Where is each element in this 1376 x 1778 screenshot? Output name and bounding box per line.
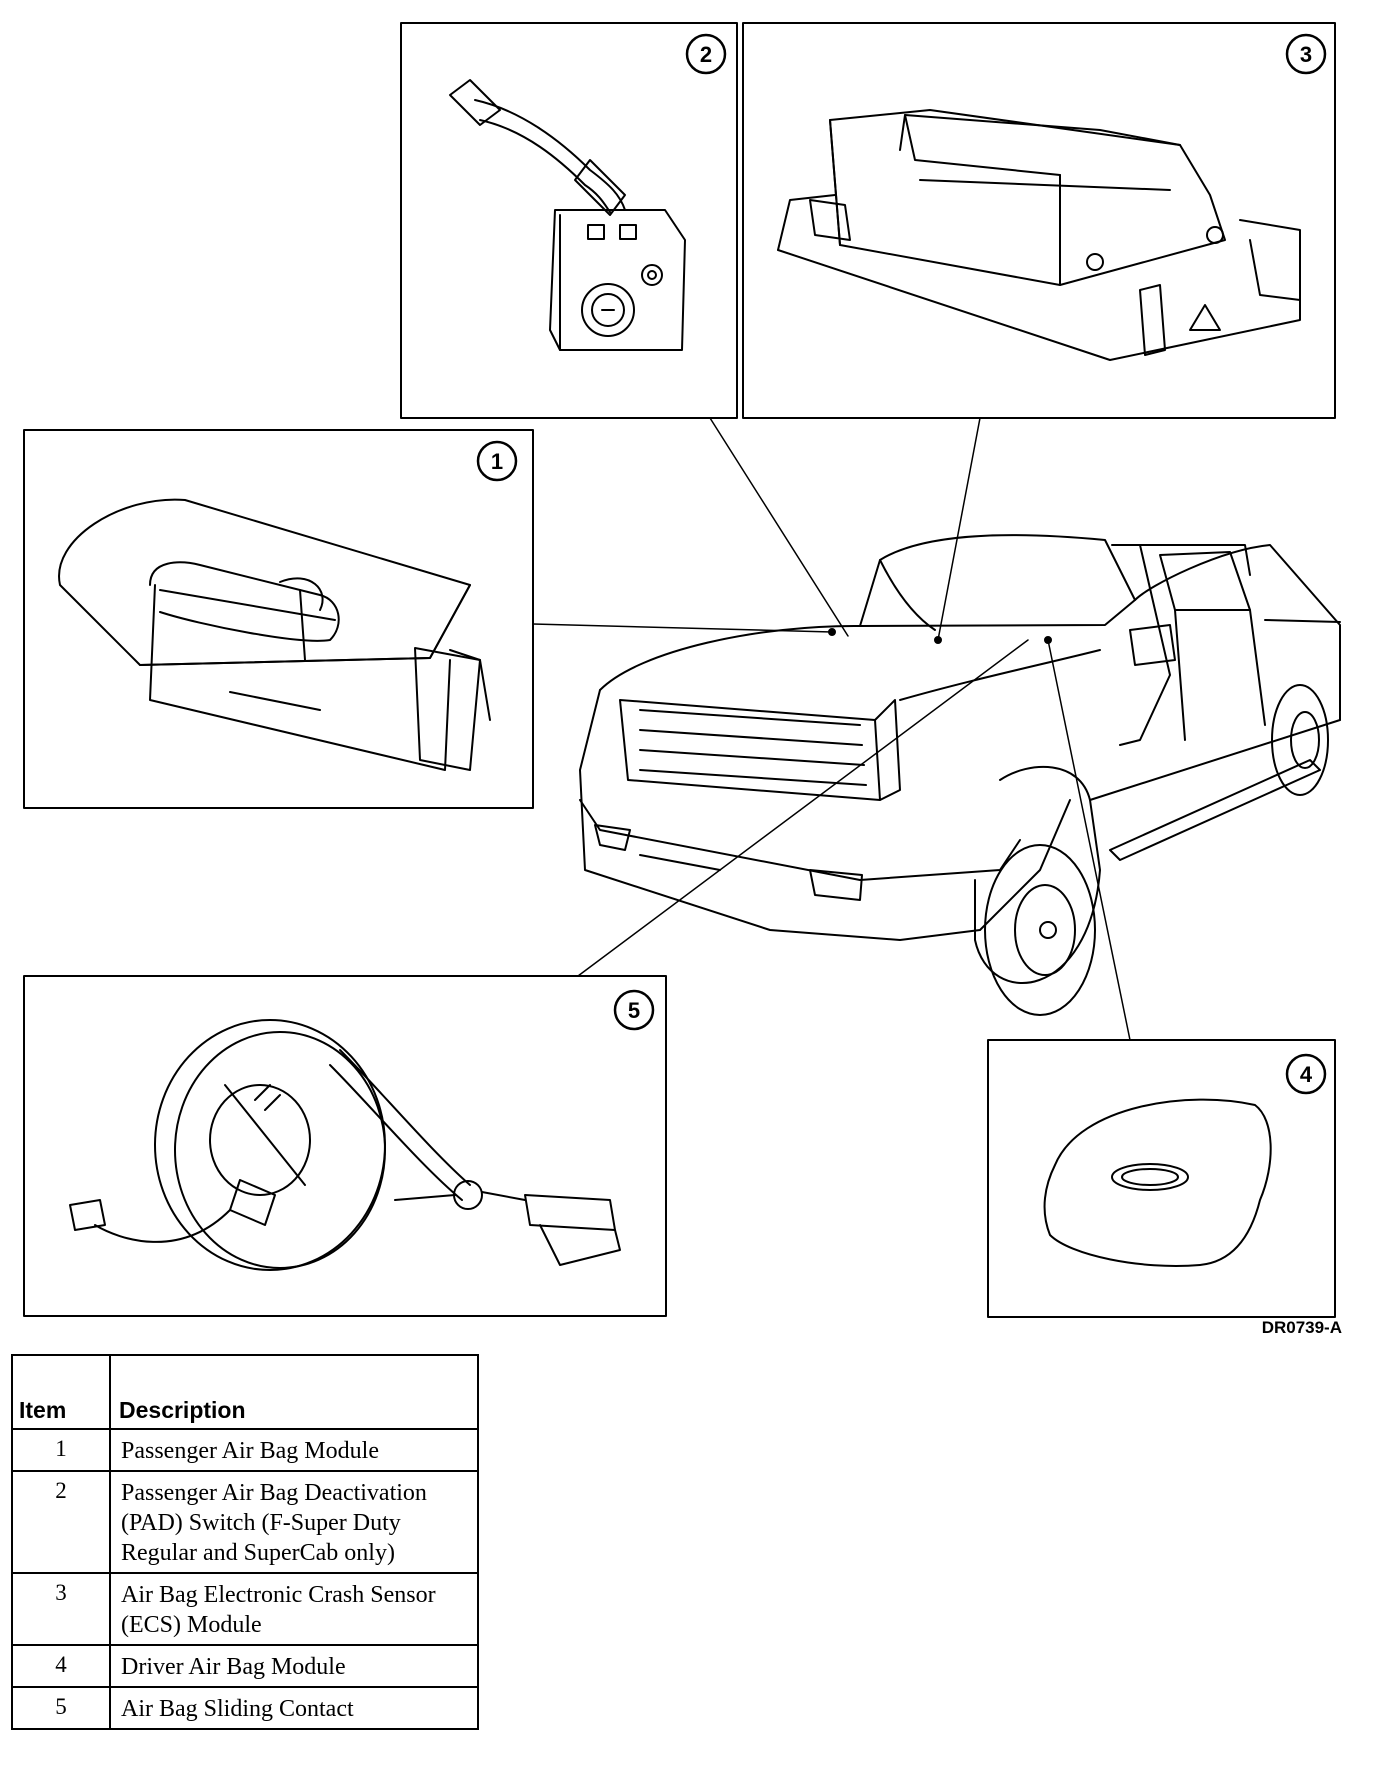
- legend-item-description: Passenger Air Bag Deactivation (PAD) Swi…: [109, 1470, 479, 1574]
- figure-code: DR0739-A: [1261, 1318, 1342, 1337]
- legend-row: 4 Driver Air Bag Module: [11, 1644, 479, 1688]
- legend-item-number: 3: [11, 1572, 111, 1646]
- legend-header-description: Description: [109, 1354, 479, 1430]
- callout-4-number: 4: [1300, 1062, 1313, 1087]
- callout-3-number: 3: [1300, 42, 1312, 67]
- legend-item-description: Passenger Air Bag Module: [109, 1428, 479, 1472]
- panel-5: [23, 975, 667, 1317]
- callout-4-circle: [1285, 1053, 1327, 1095]
- leader-lines: [532, 417, 1131, 1041]
- panel-3: [742, 22, 1336, 419]
- legend-row: 2 Passenger Air Bag Deactivation (PAD) S…: [11, 1470, 479, 1574]
- passenger-air-bag-module-illustration: [58, 498, 491, 771]
- legend-item-description: Air Bag Sliding Contact: [109, 1686, 479, 1730]
- callout-5-circle: [613, 989, 655, 1031]
- legend-item-number: 2: [11, 1470, 111, 1574]
- legend-table: Item Description 1 Passenger Air Bag Mod…: [11, 1354, 479, 1730]
- callout-5-number: 5: [628, 998, 640, 1023]
- legend-item-number: 4: [11, 1644, 111, 1688]
- legend-item-number: 5: [11, 1686, 111, 1730]
- callout-3-circle: [1285, 33, 1327, 75]
- panel-1: [23, 429, 534, 809]
- legend-row: 5 Air Bag Sliding Contact: [11, 1686, 479, 1730]
- ecs-module-illustration: [777, 109, 1301, 361]
- legend-header-item: Item: [11, 1354, 111, 1430]
- callout-2-number: 2: [700, 42, 712, 67]
- legend-row: 3 Air Bag Electronic Crash Sensor (ECS) …: [11, 1572, 479, 1646]
- panel-2: [400, 22, 738, 419]
- callout-2-circle: [685, 33, 727, 75]
- pad-switch-illustration: [449, 79, 686, 351]
- legend-header-row: Item Description: [11, 1354, 479, 1430]
- legend-item-description: Driver Air Bag Module: [109, 1644, 479, 1688]
- callout-1-circle: [476, 440, 518, 482]
- callout-1-number: 1: [491, 449, 503, 474]
- legend-item-number: 1: [11, 1428, 111, 1472]
- legend-row: 1 Passenger Air Bag Module: [11, 1428, 479, 1472]
- panel-4: [987, 1039, 1336, 1318]
- legend-item-description: Air Bag Electronic Crash Sensor (ECS) Mo…: [109, 1572, 479, 1646]
- sliding-contact-illustration: [69, 1019, 621, 1271]
- driver-air-bag-module-illustration: [1043, 1098, 1272, 1267]
- pickup-truck-illustration: [579, 534, 1341, 1016]
